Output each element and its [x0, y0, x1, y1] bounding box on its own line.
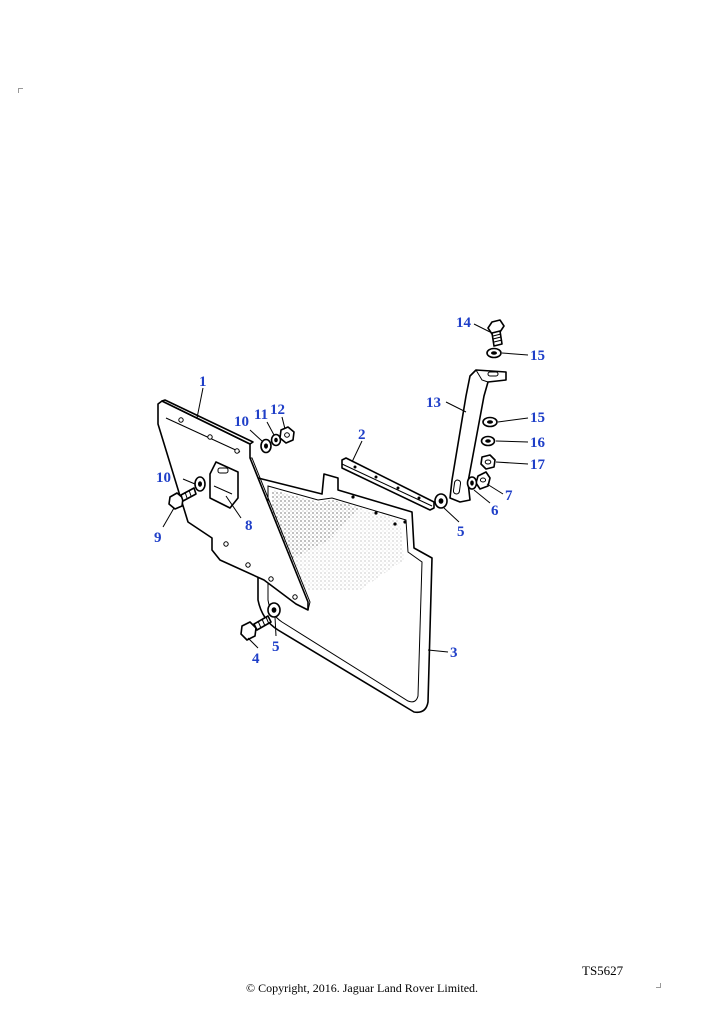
- callout-15-lower: 15: [530, 410, 545, 426]
- callout-12: 12: [270, 402, 285, 418]
- drawing-reference: TS5627: [582, 963, 624, 978]
- callout-5-lower: 5: [272, 639, 280, 655]
- callout-9: 9: [154, 530, 162, 546]
- spring-washer-16: [480, 435, 496, 447]
- callout-1: 1: [199, 374, 207, 390]
- callout-17: 17: [530, 457, 546, 473]
- bolt-4: [240, 615, 272, 641]
- callout-5-upper: 5: [457, 524, 465, 540]
- callout-8: 8: [245, 518, 253, 534]
- callout-16: 16: [530, 435, 546, 451]
- nut-12: [279, 426, 295, 444]
- callout-2: 2: [358, 427, 366, 443]
- washer-6: [466, 476, 478, 490]
- washer-5-lower: [267, 602, 281, 618]
- washer-15-top: [486, 347, 502, 359]
- callout-14: 14: [456, 315, 472, 331]
- washer-15-lower: [482, 416, 498, 428]
- callout-4: 4: [252, 651, 260, 667]
- washer-10-top: [260, 438, 272, 454]
- callout-6: 6: [491, 503, 499, 519]
- spring-washer-11: [270, 433, 282, 447]
- leader-lines: [162, 323, 529, 653]
- mud-flap: [257, 473, 433, 714]
- copyright-notice: © Copyright, 2016. Jaguar Land Rover Lim…: [245, 981, 479, 995]
- callout-7: 7: [505, 488, 513, 504]
- callout-10-left: 10: [156, 470, 171, 486]
- corner-mark-top-left: [18, 88, 23, 93]
- bracket-plate: [209, 461, 239, 509]
- washer-10-left: [194, 476, 206, 492]
- washer-5-upper: [434, 493, 448, 509]
- callout-15-top: 15: [530, 348, 545, 364]
- bolt-14: [487, 319, 505, 347]
- callout-11: 11: [254, 407, 268, 423]
- callout-3: 3: [450, 645, 458, 661]
- corner-mark-bottom-right: [656, 983, 661, 988]
- callout-labels: 1 2 3 4 5 5 6 7 8 9 10 10 11 12 13 14 15…: [154, 315, 546, 667]
- nut-17: [480, 454, 496, 470]
- bolt-9: [168, 487, 197, 510]
- callout-10-top: 10: [234, 414, 249, 430]
- retaining-strip: [341, 457, 435, 511]
- nut-7: [475, 471, 491, 490]
- callout-13: 13: [426, 395, 441, 411]
